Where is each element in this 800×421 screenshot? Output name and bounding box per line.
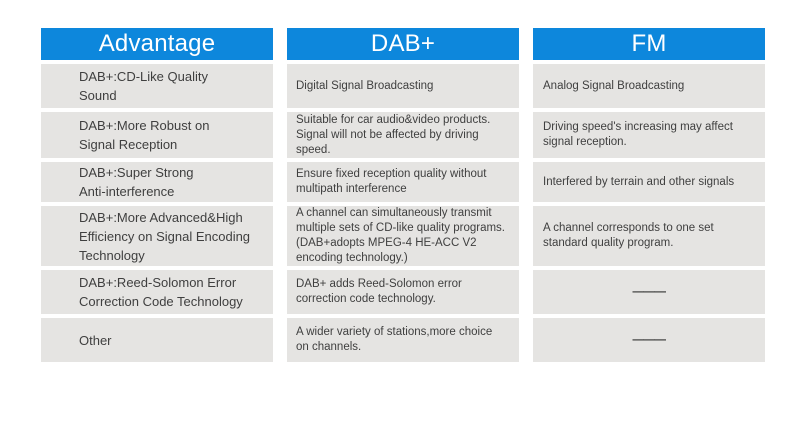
column-header-dab-plus: DAB+ (287, 28, 519, 60)
dab-cell: A channel can simultaneously transmit mu… (287, 206, 519, 266)
comparison-table: Advantage DAB+:CD-Like Quality Sound DAB… (41, 28, 765, 362)
column-header-fm: FM (533, 28, 765, 60)
advantage-cell: Other (41, 318, 273, 362)
advantage-cell: DAB+:More Robust on Signal Reception (41, 112, 273, 158)
dab-cell: A wider variety of stations,more choice … (287, 318, 519, 362)
dab-cell: Digital Signal Broadcasting (287, 64, 519, 108)
column-advantage: Advantage DAB+:CD-Like Quality Sound DAB… (41, 28, 273, 362)
fm-cell: Analog Signal Broadcasting (533, 64, 765, 108)
advantage-cell: DAB+:CD-Like Quality Sound (41, 64, 273, 108)
dab-cell: Suitable for car audio&video products. S… (287, 112, 519, 158)
advantage-cell: DAB+:Super Strong Anti-interference (41, 162, 273, 202)
dab-cell: Ensure fixed reception quality without m… (287, 162, 519, 202)
fm-dash-cell: ——— (533, 270, 765, 314)
dab-cell: DAB+ adds Reed-Solomon error correction … (287, 270, 519, 314)
column-dab-plus: DAB+ Digital Signal Broadcasting Suitabl… (287, 28, 519, 362)
column-header-advantage: Advantage (41, 28, 273, 60)
advantage-cell: DAB+:More Advanced&High Efficiency on Si… (41, 206, 273, 266)
column-fm: FM Analog Signal Broadcasting Driving sp… (533, 28, 765, 362)
fm-cell: Interfered by terrain and other signals (533, 162, 765, 202)
fm-cell: Driving speed's increasing may affect si… (533, 112, 765, 158)
fm-cell: A channel corresponds to one set standar… (533, 206, 765, 266)
fm-dash-cell: ——— (533, 318, 765, 362)
advantage-cell: DAB+:Reed-Solomon Error Correction Code … (41, 270, 273, 314)
